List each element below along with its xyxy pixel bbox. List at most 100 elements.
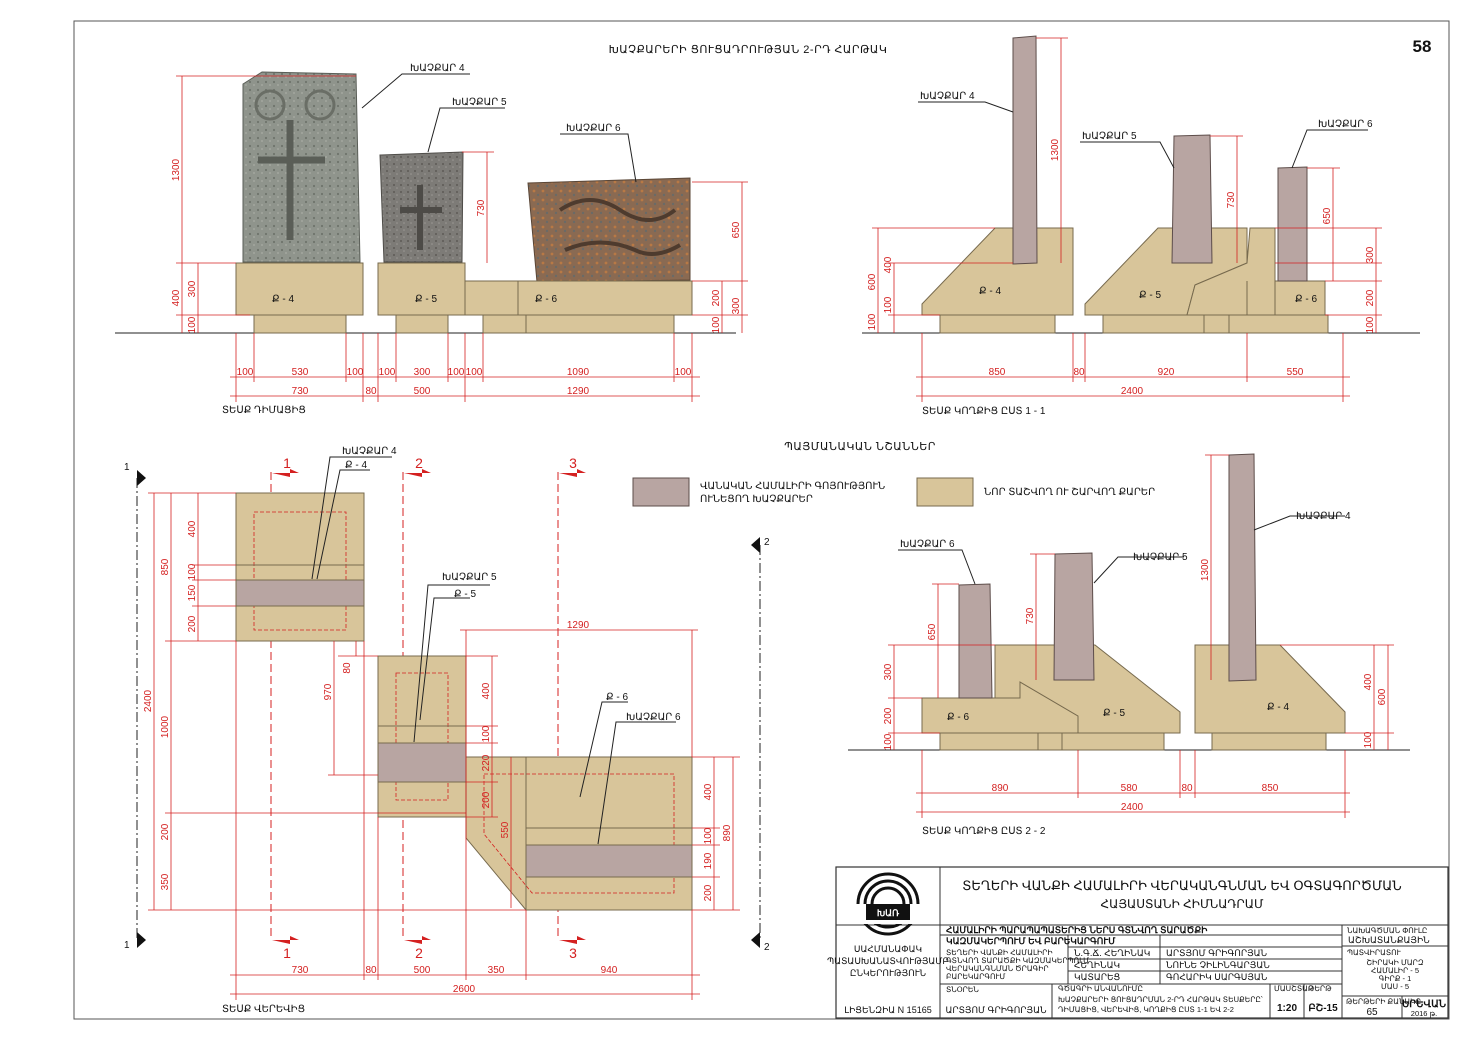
- legend-new-text: ՆՈՐ ՏԱՇՎՈՂ ՈՒ ՇԱՐՎՈՂ ՔԱՐԵՐ: [984, 487, 1155, 498]
- stage-value: ԱՇԽԱՏԱՆՔԱՅԻՆ: [1348, 935, 1430, 945]
- dim-s11-w80: 80: [1073, 367, 1085, 378]
- label-k6-plan: ԽԱՉՔԱՐ 6: [626, 712, 681, 723]
- dim-s11-600: 600: [867, 273, 878, 290]
- stage-label: ՆԱԽԱԳԾՄԱՆ ՓՈՒԼԸ: [1347, 926, 1428, 935]
- mark-1-top-left: 1: [124, 462, 130, 473]
- plan-k4: [235, 579, 365, 607]
- dim-s22-w580: 580: [1121, 783, 1138, 794]
- stele-k5-s22: [1053, 552, 1095, 681]
- director-name: ԱՐՏՅՈՄ ԳՐԻԳՈՐՅԱՆ: [945, 1005, 1047, 1015]
- dim-plan-w940: 940: [601, 965, 618, 976]
- base-b4-front: [235, 262, 364, 316]
- label-b5-s22: Ք - 5: [1103, 708, 1125, 719]
- company-logo: ԽԱՌ: [852, 872, 924, 936]
- client-4: ՄԱՍ - 5: [1381, 982, 1409, 991]
- dim-s11-650: 650: [1322, 207, 1333, 224]
- label-b6-s11: Ք - 6: [1295, 294, 1317, 305]
- caption-plan-view: ՏԵՍՔ ՎԵՐԵՎԻՑ: [222, 1004, 305, 1015]
- label-b5-front: Ք - 5: [415, 294, 437, 305]
- legend-old-swatch: [632, 477, 690, 507]
- dim-front-730: 730: [476, 199, 487, 216]
- legend-old-line2: ՈՒՆԵՑՈՂ ԽԱՉՔԱՐԵՐ: [700, 494, 813, 505]
- sheet-title-1: ԽԱՉՔԱՐԵՐԻ ՑՈՒՑԱԴՐՄԱՆ 2-ՐԴ ՀԱՐԹԱԿ ՏԵՍՔԵՐԸ…: [1058, 995, 1263, 1004]
- mark-2-top-right: 2: [764, 537, 770, 548]
- dim-front-1300: 1300: [171, 158, 182, 181]
- label-k5-plan: ԽԱՉՔԱՐ 5: [442, 572, 497, 583]
- label-b5-s11: Ք - 5: [1139, 290, 1161, 301]
- dim-plan-190: 190: [703, 852, 714, 869]
- dim-plan-220: 220: [481, 754, 492, 771]
- dim-plan-w2600: 2600: [453, 984, 476, 995]
- dim-front-300: 300: [187, 280, 198, 297]
- dim-front-w300: 300: [414, 367, 431, 378]
- role-1: Ն.Գ.Ճ. ՀԵՂԻՆԱԿ: [1074, 948, 1150, 958]
- code-label: ԹԵՐԹ: [1308, 984, 1332, 993]
- mark-2-bottom-right: 2: [764, 942, 770, 953]
- dim-front-w100e: 100: [466, 367, 483, 378]
- dim-front-100b: 100: [711, 316, 722, 333]
- sheets-count: 65: [1366, 1007, 1378, 1018]
- dim-s22-1300: 1300: [1200, 558, 1211, 581]
- stele-k6-s22: [958, 583, 993, 699]
- dim-s22-w2400: 2400: [1121, 802, 1144, 813]
- dim-plan-w500: 500: [414, 965, 431, 976]
- dim-plan-200b: 200: [160, 823, 171, 840]
- company-left-3: ԸՆԿԵՐՈՒԹՅՈՒՆ: [850, 968, 927, 978]
- dim-s11-1300: 1300: [1050, 138, 1061, 161]
- dim-s22-100: 100: [883, 733, 894, 750]
- section-arrow-1-left-bottom: [137, 932, 146, 948]
- dim-plan-150: 150: [187, 584, 198, 601]
- stele-k4-s22: [1228, 453, 1257, 682]
- license: ԼԻՑԵՆԶԻԱ N 15165: [844, 1005, 931, 1015]
- title-block: ԽԱՌ ՏԵՂԵՐԻ ՎԱՆՔԻ ՀԱՄԱԼԻՐԻ ՎԵՐԱԿԱՆԳՆՄԱՆ Ե…: [827, 866, 1449, 1019]
- dim-s11-100: 100: [867, 313, 878, 330]
- dim-plan-400c: 400: [703, 783, 714, 800]
- dim-s22-650: 650: [927, 623, 938, 640]
- section-mark-2-top: 2: [415, 455, 423, 471]
- label-b4-front: Ք - 4: [272, 294, 294, 305]
- project-small-2: ԳՏՆՎՈՂ ՏԱՐԱԾՔԻ ԿԱԶՄԱԿԵՐՊՈՒՄ: [946, 956, 1090, 965]
- khachkar-4-photo: [242, 71, 361, 263]
- director-label: ՏՆՕՐԵՆ: [946, 985, 979, 994]
- dim-front-w500: 500: [414, 386, 431, 397]
- dim-s11-200: 200: [1365, 289, 1376, 306]
- dim-plan-890: 890: [722, 824, 733, 841]
- stele-k6-s11: [1277, 166, 1308, 282]
- sheet-label: ԳԾԱԳՐԻ ԱՆՎԱՆՈՒՄԸ: [1058, 984, 1144, 993]
- org-line-1: ՏԵՂԵՐԻ ՎԱՆՔԻ ՀԱՄԱԼԻՐԻ ՎԵՐԱԿԱՆԳՆՄԱՆ ԵՎ ՕԳ…: [962, 878, 1402, 893]
- dim-front-w1090: 1090: [567, 367, 590, 378]
- company-left-2: ՊԱՏԱՍԽԱՆԱՏՎՈՒԹՅԱՄԲ: [827, 956, 949, 966]
- dim-s11-400: 400: [883, 256, 894, 273]
- base-b4-s11: [921, 227, 1074, 316]
- dim-s11-w2400: 2400: [1121, 386, 1144, 397]
- label-b4-s11: Ք - 4: [979, 286, 1001, 297]
- section-mark-1-bottom: 1: [283, 945, 291, 961]
- base-b5-s22: [994, 644, 1181, 734]
- legend-old-line1: ՎԱՆԱԿԱՆ ՀԱՄԱԼԻՐԻ ԳՈՅՈՒԹՅՈՒՆ: [700, 481, 885, 492]
- dim-s11-730: 730: [1226, 191, 1237, 208]
- base-b4-s22: [1194, 644, 1346, 734]
- stele-k5-s11: [1171, 134, 1213, 264]
- base-b5-front: [377, 262, 466, 316]
- sheet-title-2: ԴԻՄԱՑԻՑ, ՎԵՐԵՎԻՑ, ԿՈՂՔԻՑ ԸՍՏ 1-1 ԵՎ 2-2: [1058, 1005, 1234, 1014]
- label-b6-s22: Ք - 6: [947, 712, 969, 723]
- plan-k5: [377, 742, 467, 783]
- label-b4-s22: Ք - 4: [1267, 702, 1289, 713]
- front-view: Ք - 4 Ք - 5 Ք - 6 ԽԱՉՔԱՐ 4 ԽԱՉՔԱՐ 5 ԽԱՉՔ…: [115, 63, 748, 416]
- scale-value: 1:20: [1277, 1003, 1297, 1014]
- sheet-frame: [73, 20, 1450, 1020]
- dim-front-w100a: 100: [237, 367, 254, 378]
- project-small-3: ՎԵՐԱԿԱՆԳՆՄԱՆ ԾՐԱԳԻՐ: [946, 964, 1049, 973]
- dim-front-w100b: 100: [347, 367, 364, 378]
- section-1-1: Ք - 4 Ք - 5 Ք - 6 ԽԱՉՔԱՐ 4 ԽԱՉՔԱՐ 5 ԽԱՉՔ…: [862, 35, 1420, 417]
- dim-plan-350: 350: [160, 873, 171, 890]
- dim-plan-200d: 200: [703, 884, 714, 901]
- client-2: ՀԱՄԱԼԻՐ - 5: [1371, 966, 1419, 975]
- city: ԵՐԵՎԱՆ: [1402, 999, 1447, 1010]
- dim-front-w1290: 1290: [567, 386, 590, 397]
- caption-section-2-2: ՏԵՍՔ ԿՈՂՔԻՑ ԸՍՏ 2 - 2: [922, 826, 1046, 837]
- label-k5-s11: ԽԱՉՔԱՐ 5: [1082, 131, 1137, 142]
- plan-k6: [525, 844, 693, 878]
- dim-plan-100b: 100: [481, 725, 492, 742]
